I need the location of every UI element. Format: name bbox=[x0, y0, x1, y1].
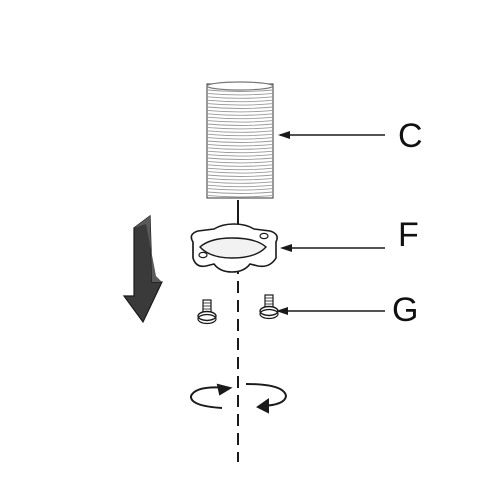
down-arrow-icon bbox=[122, 214, 163, 324]
thread-line bbox=[206, 133, 274, 137]
callout-c: C bbox=[278, 117, 423, 155]
thread-line bbox=[206, 147, 274, 150]
pipe-nipple bbox=[206, 81, 274, 199]
thread-line bbox=[206, 126, 274, 130]
thread-line bbox=[206, 188, 274, 191]
thread-line bbox=[206, 96, 274, 99]
thread-line bbox=[206, 191, 274, 194]
label-f: F bbox=[398, 216, 419, 254]
thread-line bbox=[206, 89, 274, 92]
thread-line bbox=[206, 174, 274, 177]
flange-plate bbox=[190, 223, 278, 273]
thread-line bbox=[206, 164, 274, 167]
thread-line bbox=[206, 157, 274, 160]
rotate-arrows-icon bbox=[190, 383, 288, 414]
thread-line bbox=[206, 106, 274, 109]
thread-line bbox=[206, 99, 274, 103]
thread-line bbox=[206, 171, 274, 174]
callout-f: F bbox=[280, 216, 419, 254]
thread-line bbox=[206, 177, 274, 181]
label-g: G bbox=[392, 291, 418, 329]
label-c: C bbox=[398, 117, 423, 155]
thread-line bbox=[206, 184, 274, 188]
screw-right bbox=[259, 294, 279, 320]
pipe-threads bbox=[206, 89, 274, 198]
callout-g: G bbox=[276, 291, 418, 329]
screw-left bbox=[197, 299, 217, 325]
thread-line bbox=[206, 116, 274, 120]
thread-line bbox=[206, 143, 274, 147]
thread-line bbox=[206, 154, 274, 157]
thread-line bbox=[206, 140, 274, 143]
thread-line bbox=[206, 167, 274, 171]
thread-line bbox=[206, 160, 274, 164]
thread-line bbox=[206, 137, 274, 140]
thread-line bbox=[206, 120, 274, 123]
thread-line bbox=[206, 194, 274, 198]
thread-line bbox=[206, 103, 274, 106]
thread-line bbox=[206, 150, 274, 154]
thread-line bbox=[206, 113, 274, 116]
thread-line bbox=[206, 92, 274, 96]
thread-line bbox=[206, 181, 274, 184]
thread-line bbox=[206, 123, 274, 126]
thread-line bbox=[206, 109, 274, 113]
thread-line bbox=[206, 130, 274, 133]
